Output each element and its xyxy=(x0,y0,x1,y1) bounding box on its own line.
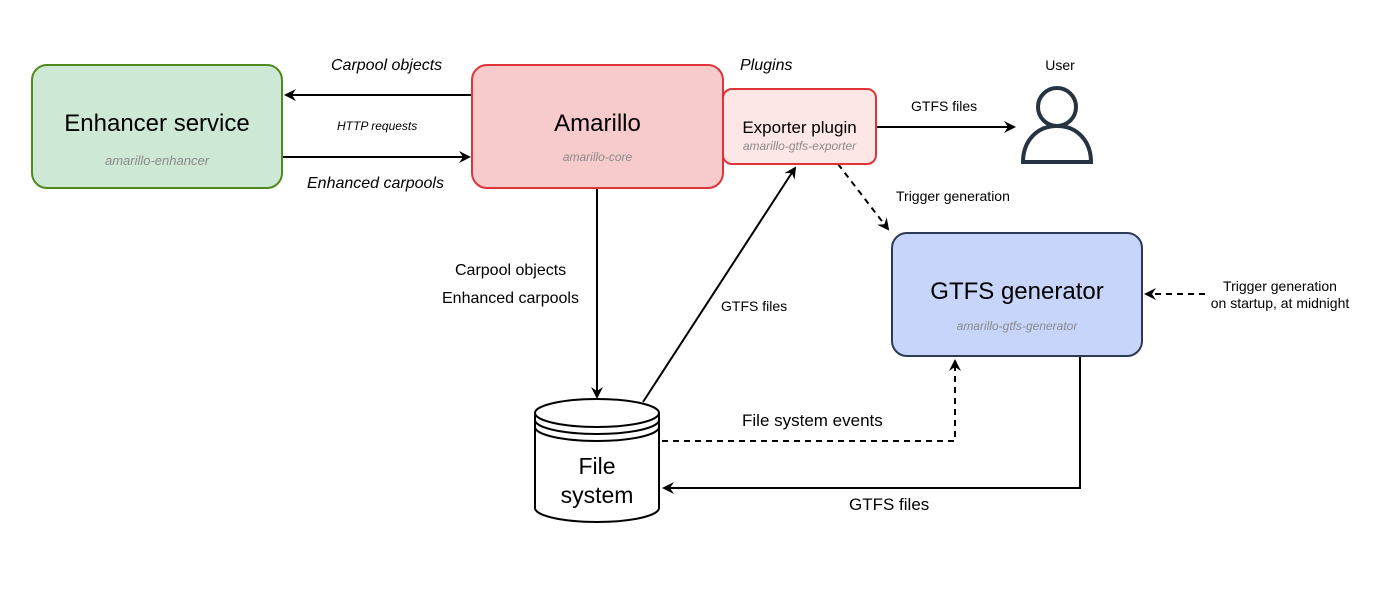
gtfs-generator-subtitle: amarillo-gtfs-generator xyxy=(956,319,1078,333)
edge-file-system-events xyxy=(662,359,961,442)
label-http-requests: HTTP requests xyxy=(337,119,418,133)
label-trigger-startup-line1: Trigger generation xyxy=(1223,278,1337,294)
amarillo-title: Amarillo xyxy=(554,110,641,137)
enhancer-service-node[interactable]: Enhancer service amarillo-enhancer xyxy=(31,64,283,189)
user-label: User xyxy=(1045,57,1075,73)
label-trigger-generation: Trigger generation xyxy=(896,188,1010,204)
edge-trigger-generation xyxy=(837,163,890,231)
label-gtfs-files-bottom: GTFS files xyxy=(849,495,930,514)
amarillo-subtitle: amarillo-core xyxy=(562,150,633,164)
label-enhanced-carpools-down: Enhanced carpools xyxy=(442,290,579,307)
enhancer-service-title: Enhancer service xyxy=(64,110,250,137)
label-file-system-events: File system events xyxy=(742,411,883,430)
label-carpool-objects-top: Carpool objects xyxy=(331,57,443,74)
user-icon xyxy=(1020,86,1094,164)
amarillo-node[interactable]: Amarillo amarillo-core xyxy=(471,64,724,189)
exporter-plugin-title: Exporter plugin xyxy=(742,118,857,137)
label-gtfs-files-diag: GTFS files xyxy=(721,298,788,314)
label-gtfs-files-user: GTFS files xyxy=(911,98,978,114)
exporter-plugin-subtitle: amarillo-gtfs-exporter xyxy=(742,139,857,153)
label-enhanced-carpools-top: Enhanced carpools xyxy=(307,175,444,192)
edge-filesystem-to-exporter xyxy=(642,166,797,403)
gtfs-generator-node[interactable]: GTFS generator amarillo-gtfs-generator xyxy=(891,232,1143,357)
gtfs-generator-title: GTFS generator xyxy=(930,278,1104,305)
enhancer-service-subtitle: amarillo-enhancer xyxy=(104,153,210,168)
edge-gtfs-files-to-filesystem xyxy=(662,357,1081,494)
filesystem-label-line2: system xyxy=(560,482,634,508)
exporter-plugin-node[interactable]: Exporter plugin amarillo-gtfs-exporter xyxy=(722,88,877,165)
label-trigger-startup-line2: on startup, at midnight xyxy=(1210,295,1350,311)
label-plugins: Plugins xyxy=(740,57,793,74)
filesystem-label-line1: File xyxy=(578,453,616,479)
filesystem-cylinder xyxy=(534,398,660,523)
label-carpool-objects-down: Carpool objects xyxy=(455,262,567,279)
